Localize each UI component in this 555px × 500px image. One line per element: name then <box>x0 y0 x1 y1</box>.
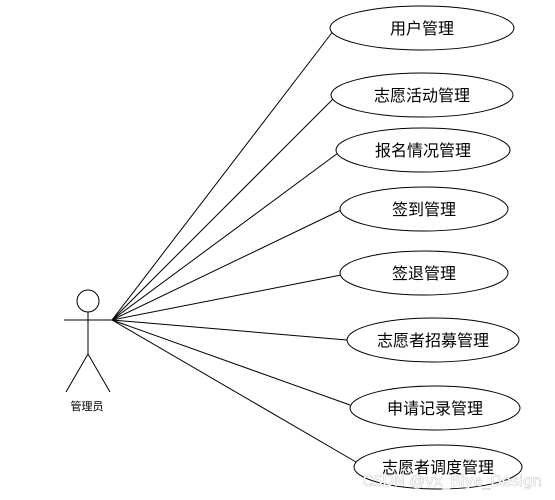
association-line-recruit <box>111 319 348 341</box>
actor-right-leg <box>87 353 111 393</box>
association-line-dispatch <box>111 319 357 463</box>
use-case-checkout: 签退管理 <box>339 250 509 296</box>
use-case-label: 签到管理 <box>392 200 456 219</box>
use-case-ellipse <box>330 72 514 118</box>
watermark-text: CSDN @vx_Biye_Design <box>362 472 542 491</box>
use-case-label: 志愿者招募管理 <box>377 331 489 350</box>
association-line-checkin <box>111 209 342 321</box>
use-case-ellipse <box>339 186 509 232</box>
association-line-checkout <box>111 274 342 321</box>
use-case-dispatch: 志愿者调度管理 <box>353 444 523 490</box>
use-case-application: 申请记录管理 <box>349 385 521 431</box>
actor-label: 管理员 <box>71 399 104 413</box>
actor-head <box>76 289 100 313</box>
use-case-ellipse <box>339 250 509 296</box>
use-case-label: 用户管理 <box>390 19 454 38</box>
association-line-signup <box>111 152 339 321</box>
association-line-application <box>111 319 351 406</box>
use-case-signup: 报名情况管理 <box>335 127 511 173</box>
use-case-ellipse <box>353 444 523 490</box>
actor-left-leg <box>65 353 89 393</box>
actor-figure <box>64 289 112 393</box>
use-case-ellipse <box>335 127 511 173</box>
use-case-ellipse <box>349 385 521 431</box>
use-case-checkin: 签到管理 <box>339 186 509 232</box>
use-case-ellipse <box>346 317 520 363</box>
use-case-label: 志愿活动管理 <box>374 86 470 105</box>
use-case-activity: 志愿活动管理 <box>330 72 514 118</box>
association-line-activity <box>111 97 335 321</box>
use-case-label: 申请记录管理 <box>387 399 483 418</box>
use-case-recruit: 志愿者招募管理 <box>346 317 520 363</box>
association-lines <box>111 29 357 463</box>
use-case-user: 用户管理 <box>329 5 515 51</box>
use-case-label: 报名情况管理 <box>375 141 471 160</box>
association-line-user <box>111 29 335 321</box>
use-case-label: 签退管理 <box>392 264 456 283</box>
use-case-label: 志愿者调度管理 <box>382 458 494 477</box>
use-case-ellipse <box>329 5 515 51</box>
